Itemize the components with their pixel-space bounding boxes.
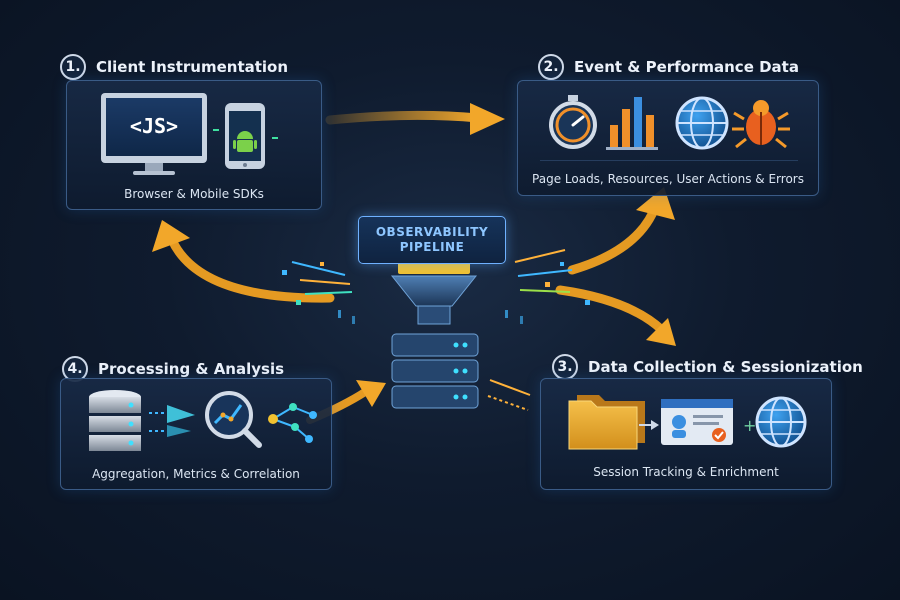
android-icon [233,131,257,152]
stage-2-title: 2. Event & Performance Data [538,54,799,80]
stage-4-panel: Aggregation, Metrics & Correlation [60,378,332,490]
svg-text:+: + [743,416,756,435]
stage-3-title: 3. Data Collection & Sessionization [552,354,863,380]
arrow-pipeline-to-1-head [152,220,190,252]
stage-1-title: 1. Client Instrumentation [60,54,288,80]
bug-icon [732,100,790,149]
arrow-pipeline-to-3-head [646,318,676,346]
stage-4-caption: Aggregation, Metrics & Correlation [92,467,300,481]
data-particles [282,249,590,411]
bar-chart-icon [606,97,658,150]
magnifier-icon [205,391,262,448]
globe-icon [675,96,729,150]
stage-2-caption: Page Loads, Resources, User Actions & Er… [532,172,804,186]
pipeline-label-line1: OBSERVABILITY [375,225,489,239]
stage-3-illustration: + [568,395,807,450]
pipeline-label-line2: PIPELINE [399,240,465,254]
code-badge: <JS> [130,114,178,138]
data-flow-icon [149,405,195,437]
arrow-pipeline-to-2 [567,200,661,275]
funnel-icon [390,262,478,325]
stage-1-panel: <JS> Browser & Mobile SDKs [66,80,322,210]
pipeline-label: OBSERVABILITY PIPELINE [358,216,506,264]
monitor-icon [101,93,207,175]
server-stack-icon [391,333,479,409]
arrow-pipeline-to-1 [167,235,335,303]
network-graph-icon [268,403,317,443]
stage-3-number: 3. [552,354,578,380]
arrow-1-to-2-head [470,103,505,135]
stage-4-heading: Processing & Analysis [98,360,285,378]
globe-icon [755,396,807,448]
stage-1-number: 1. [60,54,86,80]
stage-1-heading: Client Instrumentation [96,58,289,76]
stage-1-caption: Browser & Mobile SDKs [124,187,264,201]
stage-1-illustration: <JS> [101,93,278,175]
stage-2-panel: Page Loads, Resources, User Actions & Er… [517,80,819,196]
arrow-pipeline-to-3 [555,285,667,335]
database-icon [89,390,141,451]
stage-3-heading: Data Collection & Sessionization [588,358,863,376]
stage-3-caption: Session Tracking & Enrichment [593,465,779,479]
stage-4-title: 4. Processing & Analysis [62,356,284,382]
arrow-4-to-pipeline-head [356,380,386,407]
stage-4-illustration [89,390,317,451]
stage-2-number: 2. [538,54,564,80]
stopwatch-icon [549,95,597,149]
arrow-1-to-2 [325,110,483,125]
stage-2-heading: Event & Performance Data [574,58,799,76]
folder-icon [568,395,645,450]
id-card-icon [661,399,733,445]
stage-2-illustration [540,95,798,161]
stage-3-panel: + Session Tracking & Enrichment [540,378,832,490]
